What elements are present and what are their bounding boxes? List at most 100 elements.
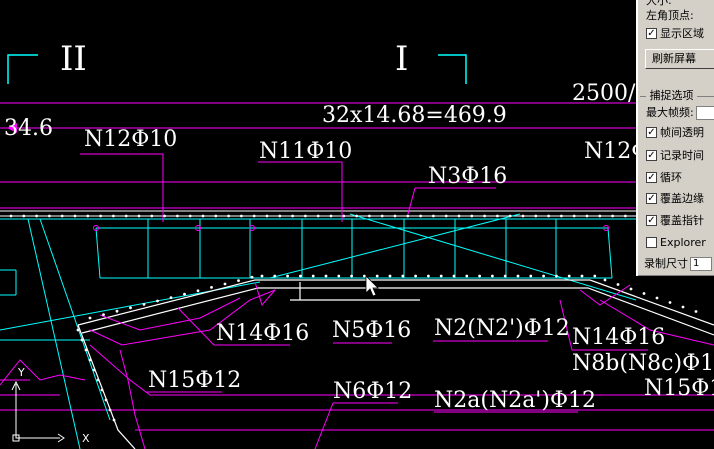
label-n14-left: N14Φ16 — [216, 321, 309, 346]
rebar-dot — [457, 214, 461, 218]
max-fps-label: 最大帧频: — [646, 106, 694, 119]
rebar-dot — [350, 274, 353, 278]
rebar-dot — [681, 305, 685, 309]
rebar-dot — [329, 214, 333, 218]
rebar-dot — [624, 214, 627, 218]
rebar-dot — [567, 274, 571, 278]
rebar-dot — [291, 214, 294, 218]
dimension-text-left: 34.6 — [4, 116, 53, 141]
rebar-dot — [60, 214, 64, 218]
rebar-dot — [286, 274, 289, 278]
explorer-label: Explorer — [660, 236, 706, 249]
rebar-dot — [491, 274, 494, 278]
dimension-lines — [0, 102, 714, 431]
rebar-dot — [273, 274, 277, 278]
rebar-dot — [214, 214, 218, 218]
explorer-checkbox[interactable]: Explorer — [646, 235, 706, 251]
rebar-dot — [521, 214, 525, 218]
rebar-dot — [642, 292, 646, 295]
rebar-dot — [668, 301, 672, 304]
record-time-checkbox[interactable]: ✓记录时间 — [646, 148, 704, 164]
rebar-dot — [278, 214, 282, 218]
rebar-dot — [163, 214, 167, 218]
rebar-dot — [260, 274, 264, 278]
capture-options-title: 捕捉选项 — [649, 89, 694, 102]
rebar-dot — [183, 292, 186, 296]
rebar-dot — [210, 286, 213, 289]
rebar-dot — [96, 378, 100, 382]
record-time-label: 记录时间 — [660, 149, 704, 162]
rebar-dot — [572, 214, 576, 218]
rebar-dot — [227, 214, 231, 218]
rebar-dot — [80, 338, 84, 342]
frame-transparent-checkbox[interactable]: ✓帧间透明 — [646, 125, 704, 141]
rebar-dot — [483, 214, 486, 218]
rebar-dot — [304, 214, 307, 218]
max-fps-row: 最大帧频: — [646, 105, 714, 121]
rebar-dot — [611, 214, 614, 218]
capture-settings-panel: 大小: 左角顶点: ✓显示区域 刷新屏幕 捕捉选项 最大帧频: ✓帧间透明 ✓记… — [636, 0, 714, 276]
rebar-dot — [508, 214, 512, 218]
rebar-dot — [585, 214, 589, 218]
rebar-dot — [368, 214, 371, 218]
refresh-screen-button[interactable]: 刷新屏幕 — [645, 49, 714, 69]
rebar-dot — [580, 274, 584, 278]
record-size-input[interactable]: 1 — [690, 257, 712, 271]
rebar-dot — [124, 214, 128, 218]
max-fps-input[interactable] — [695, 106, 714, 120]
rebar-dot — [201, 214, 205, 218]
rebar-dot — [375, 274, 379, 278]
rebar-dot — [115, 309, 119, 313]
rebar-dot — [342, 214, 346, 218]
checkbox-icon: ✓ — [646, 192, 657, 204]
rebar-dot — [156, 299, 159, 303]
section-label-right: I — [395, 39, 408, 79]
rebar-dot — [48, 214, 51, 218]
label-n2a: N2a(N2a')Φ12 — [434, 388, 596, 413]
rebar-end-circles — [93, 225, 609, 231]
rebar-dot — [560, 214, 563, 218]
cover-edge-checkbox[interactable]: ✓覆盖边缘 — [646, 191, 704, 207]
leader-lines — [80, 153, 648, 449]
rebar-dot — [401, 274, 405, 278]
rebar-dot — [250, 275, 254, 279]
rebar-dot — [529, 274, 533, 278]
rebar-dot — [237, 279, 240, 282]
rebar-dot — [176, 214, 179, 218]
rebar-dot — [299, 274, 302, 278]
rebar-dot — [9, 214, 13, 218]
cover-pointer-checkbox[interactable]: ✓覆盖指针 — [646, 213, 704, 229]
dim-arrow-marker — [7, 123, 17, 133]
rebar-dot — [406, 214, 410, 218]
rebar-dot — [337, 274, 341, 278]
rebar-dot — [465, 274, 469, 278]
loop-checkbox[interactable]: ✓循环 — [646, 170, 682, 186]
rebar-dot — [240, 214, 243, 218]
dimension-text-right: 2500/ — [572, 81, 636, 106]
rebar-dot — [169, 296, 173, 299]
rebar-dot — [112, 214, 115, 218]
group-divider — [697, 95, 714, 97]
rebar-dot — [555, 274, 558, 278]
rebar-dot — [393, 214, 397, 218]
section-label-left: II — [60, 39, 87, 79]
label-n2: N2(N2')Φ12 — [434, 316, 570, 341]
rebar-dot — [419, 214, 422, 218]
rebar-dot — [616, 283, 620, 286]
rebar-dot — [92, 368, 96, 372]
rebar-dot — [444, 214, 448, 218]
rebar-dot — [542, 274, 545, 278]
rebar-dot — [188, 214, 192, 218]
rebar-dot — [311, 274, 315, 278]
label-n5: N5Φ16 — [332, 318, 411, 343]
show-region-checkbox[interactable]: ✓显示区域 — [646, 26, 704, 42]
size-label: 大小: — [646, 0, 672, 7]
girder-outline — [77, 279, 714, 449]
cover-edge-label: 覆盖边缘 — [660, 192, 704, 205]
record-size-label: 录制尺寸 — [644, 257, 688, 270]
rebar-dot — [112, 418, 116, 422]
rebar-dot — [137, 214, 141, 218]
